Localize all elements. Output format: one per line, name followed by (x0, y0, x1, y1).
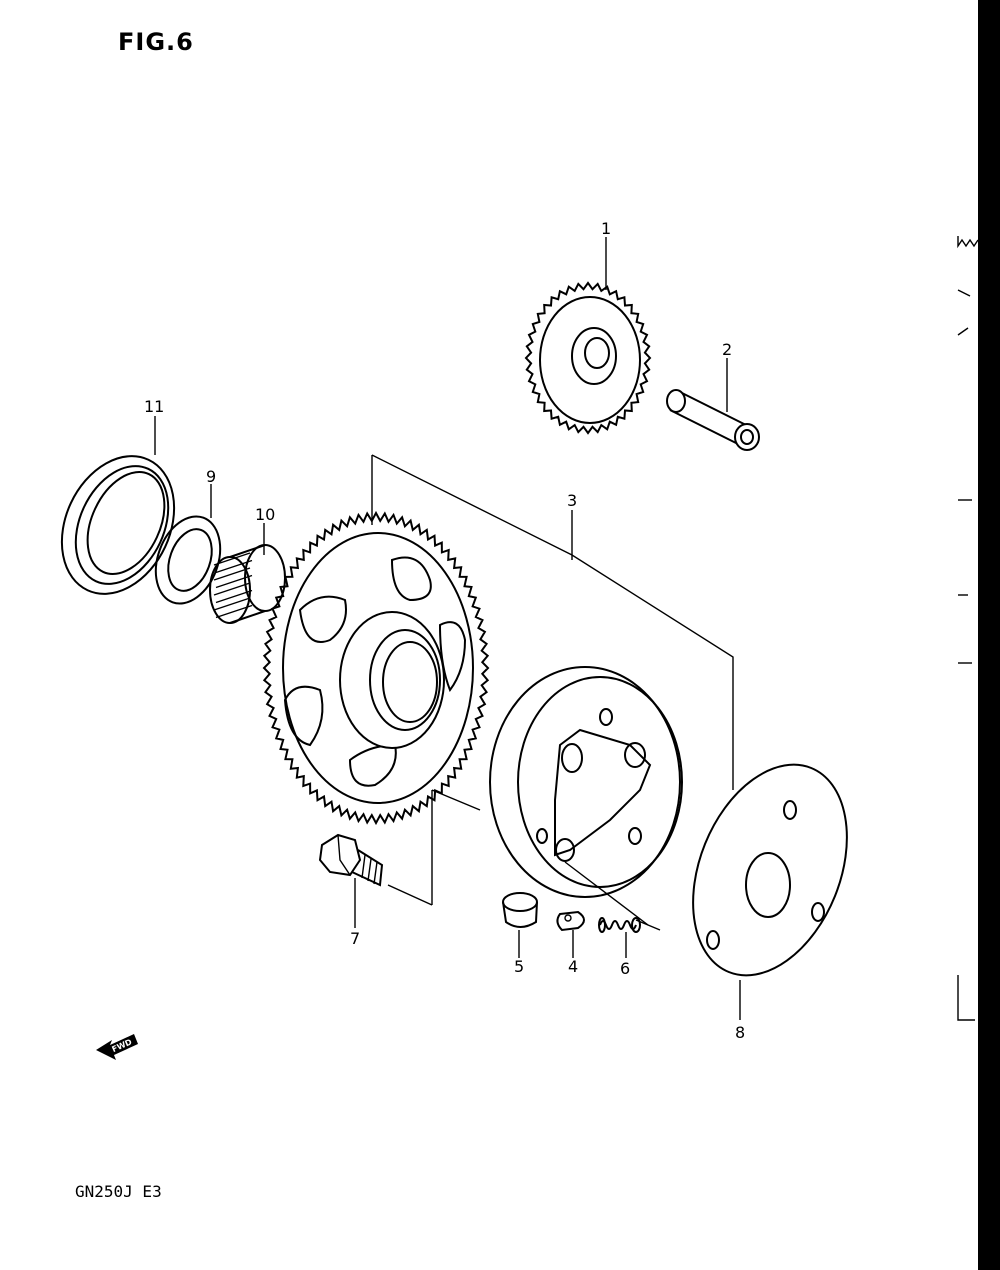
callout-1: 1 (601, 219, 611, 238)
bearing-needle (215, 559, 253, 574)
part-3-clutch-housing (489, 666, 683, 926)
part-3-large-gear (262, 510, 490, 826)
bearing-needle (215, 604, 253, 619)
part-11-seal (60, 455, 176, 595)
part-2-shaft (666, 389, 760, 451)
part-1-gear (524, 281, 652, 435)
scan-artifacts (957, 236, 979, 1021)
part-4-plunger (556, 910, 585, 932)
part-5-roller (502, 892, 538, 928)
callout-4: 4 (568, 957, 578, 976)
callout-3: 3 (567, 491, 577, 510)
bearing-needle (213, 597, 251, 611)
fwd-direction-arrow: FWD (96, 1034, 138, 1060)
bearing-needle (215, 574, 253, 589)
callout-7: 7 (350, 929, 360, 948)
callout-10: 10 (255, 505, 275, 524)
model-code: GN250J E3 (75, 1182, 162, 1201)
callout-11: 11 (144, 397, 164, 416)
callout-labels: 1 2 3 4 5 6 7 8 9 10 11 (144, 219, 745, 1042)
leader-lines (154, 237, 741, 1020)
part-8-plate (692, 763, 848, 977)
callout-8: 8 (735, 1023, 745, 1042)
part-6-spring (598, 917, 661, 933)
fwd-label: FWD (110, 1037, 133, 1054)
part-9-washer (154, 515, 222, 605)
part-7-bolt (318, 833, 384, 887)
bearing-needle (213, 567, 251, 581)
callout-2: 2 (722, 340, 732, 359)
figure-title: FIG.6 (118, 28, 194, 56)
callout-9: 9 (206, 467, 216, 486)
bearing-needle (213, 582, 251, 596)
bearing-needle (215, 589, 253, 604)
callout-5: 5 (514, 957, 524, 976)
callout-6: 6 (620, 959, 630, 978)
scan-edge-bar (978, 0, 1000, 1270)
bearing-needle (213, 552, 251, 566)
